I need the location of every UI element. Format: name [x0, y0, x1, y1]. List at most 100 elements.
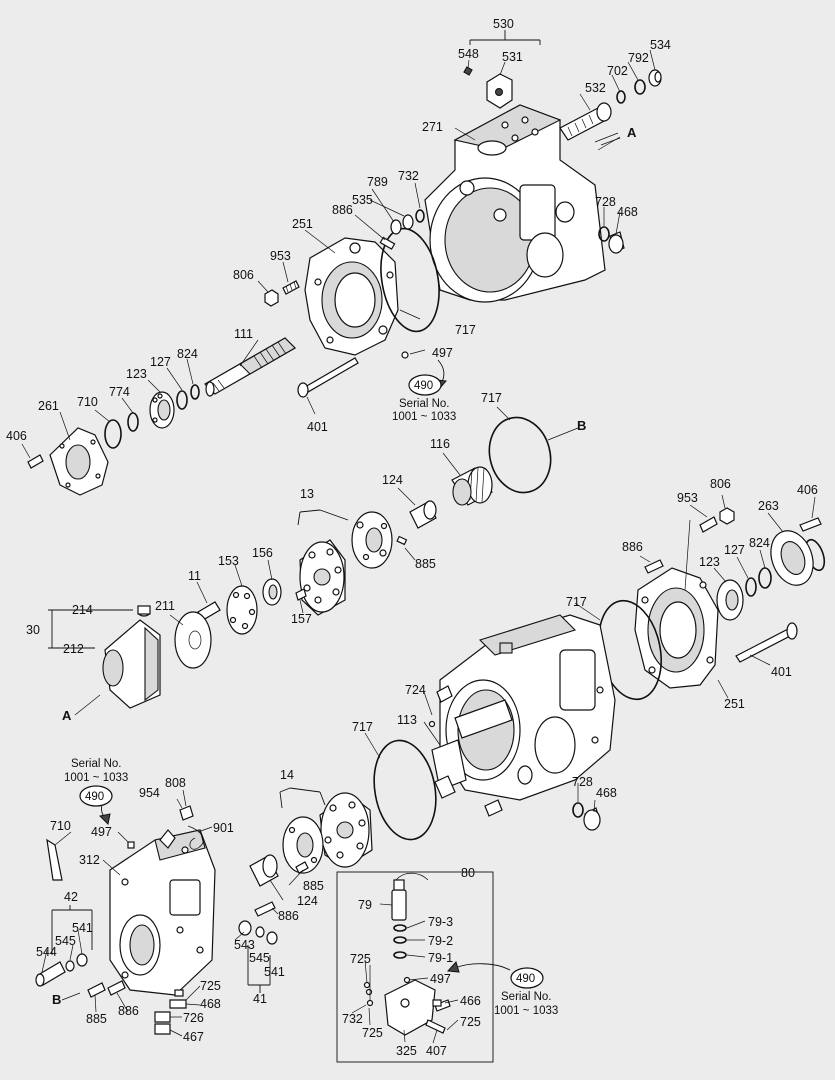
- callout-251: 251: [724, 697, 745, 711]
- callout-732: 732: [398, 169, 419, 183]
- callout-401: 401: [307, 420, 328, 434]
- plate-13: [297, 509, 408, 569]
- callout-732: 732: [342, 1012, 363, 1026]
- callout-548: 548: [458, 47, 479, 61]
- callout-717: 717: [566, 595, 587, 609]
- plate-211: [174, 611, 212, 669]
- callout-885: 885: [415, 557, 436, 571]
- serial-note-1-circle: 490: [414, 380, 433, 392]
- part-callouts: 530 548 531 534 792 702 532 271 789 732 …: [6, 17, 818, 1058]
- serial-note-3: 490 Serial No. 1001 ~ 1033: [494, 967, 558, 1017]
- callout-79-2: 79-2: [428, 934, 453, 948]
- callout-901: 901: [213, 821, 234, 835]
- serial-note-2-line2: 1001 ~ 1033: [64, 772, 128, 784]
- ring-156-153: [197, 578, 282, 635]
- callout-124: 124: [382, 473, 403, 487]
- serial-note-3-circle: 490: [516, 973, 535, 985]
- serial-note-2-circle: 490: [85, 791, 104, 803]
- callout-954: 954: [139, 786, 160, 800]
- callout-953: 953: [270, 249, 291, 263]
- bearing-group-right: [699, 507, 826, 663]
- callout-406: 406: [6, 429, 27, 443]
- callout-127: 127: [724, 543, 745, 557]
- callout-725: 725: [460, 1015, 481, 1029]
- callout-261: 261: [38, 399, 59, 413]
- callout-728: 728: [572, 775, 593, 789]
- callout-79-3: 79-3: [428, 915, 453, 929]
- callout-534: 534: [650, 38, 671, 52]
- callout-885: 885: [303, 879, 324, 893]
- callout-717: 717: [481, 391, 502, 405]
- plug-468-top: [598, 226, 625, 254]
- callout-11: 11: [188, 569, 201, 583]
- callout-468: 468: [596, 786, 617, 800]
- valve-block-531: [463, 30, 541, 109]
- callout-467: 467: [183, 1030, 204, 1044]
- serial-note-1-line1: Serial No.: [399, 398, 450, 410]
- adjuster-532: [559, 69, 662, 141]
- housing-271: [424, 104, 606, 303]
- flange-251-top: [304, 227, 440, 356]
- callout-30: 30: [26, 623, 40, 637]
- callout-497: 497: [91, 825, 112, 839]
- callout-824: 824: [749, 536, 770, 550]
- serial-note-3-line2: 1001 ~ 1033: [494, 1005, 558, 1017]
- callout-806: 806: [710, 477, 731, 491]
- callout-824: 824: [177, 347, 198, 361]
- view-marker-b-top: B: [577, 418, 586, 433]
- leader-lines: [21, 49, 816, 1044]
- callout-312: 312: [79, 853, 100, 867]
- view-marker-b-left: B: [52, 992, 61, 1007]
- serial-note-2-line1: Serial No.: [71, 758, 122, 770]
- callout-214: 214: [72, 603, 93, 617]
- callout-116: 116: [430, 437, 450, 451]
- callout-886: 886: [118, 1004, 139, 1018]
- plug-468-front: [572, 802, 601, 831]
- callout-953: 953: [677, 491, 698, 505]
- callout-156: 156: [252, 546, 273, 560]
- callout-42: 42: [64, 890, 78, 904]
- callout-531: 531: [502, 50, 523, 64]
- callout-724: 724: [405, 683, 426, 697]
- callout-725: 725: [350, 952, 371, 966]
- callout-774: 774: [109, 385, 130, 399]
- callout-80: 80: [461, 866, 475, 880]
- view-marker-a-left: A: [62, 708, 72, 723]
- swashplate-212: [48, 605, 161, 709]
- callout-532: 532: [585, 81, 606, 95]
- callout-124: 124: [297, 894, 318, 908]
- callout-792: 792: [628, 51, 649, 65]
- callout-541: 541: [72, 921, 93, 935]
- view-marker-a-top: A: [627, 125, 637, 140]
- callout-113: 113: [397, 713, 417, 727]
- callout-263: 263: [758, 499, 779, 513]
- callout-468: 468: [200, 997, 221, 1011]
- callout-728: 728: [595, 195, 616, 209]
- callout-497: 497: [432, 346, 453, 360]
- callout-127: 127: [150, 355, 171, 369]
- view-markers: A B A B: [52, 125, 637, 1007]
- cylinder-block-mid: [295, 539, 346, 616]
- front-housing: [428, 614, 616, 817]
- callout-544: 544: [36, 945, 57, 959]
- serial-note-3-line1: Serial No.: [501, 991, 552, 1003]
- cylinder-block-14: [279, 787, 373, 874]
- valve-plate-312: [109, 805, 216, 996]
- bushing-124-lower: [249, 854, 279, 887]
- callout-806: 806: [233, 268, 254, 282]
- shaft-111: [204, 337, 296, 397]
- callout-545: 545: [55, 934, 76, 948]
- callout-545: 545: [249, 951, 270, 965]
- callout-543: 543: [234, 938, 255, 952]
- callout-212: 212: [63, 642, 84, 656]
- small-pins-lower: [46, 838, 276, 1035]
- callout-710: 710: [50, 819, 71, 833]
- bearing-123-top: [104, 384, 200, 449]
- bushing-124-mid: [409, 500, 437, 529]
- serial-note-1-line2: 1001 ~ 1033: [392, 411, 456, 423]
- serial-note-2: 490 Serial No. 1001 ~ 1033: [64, 758, 128, 807]
- callout-13: 13: [300, 487, 314, 501]
- callout-123: 123: [126, 367, 147, 381]
